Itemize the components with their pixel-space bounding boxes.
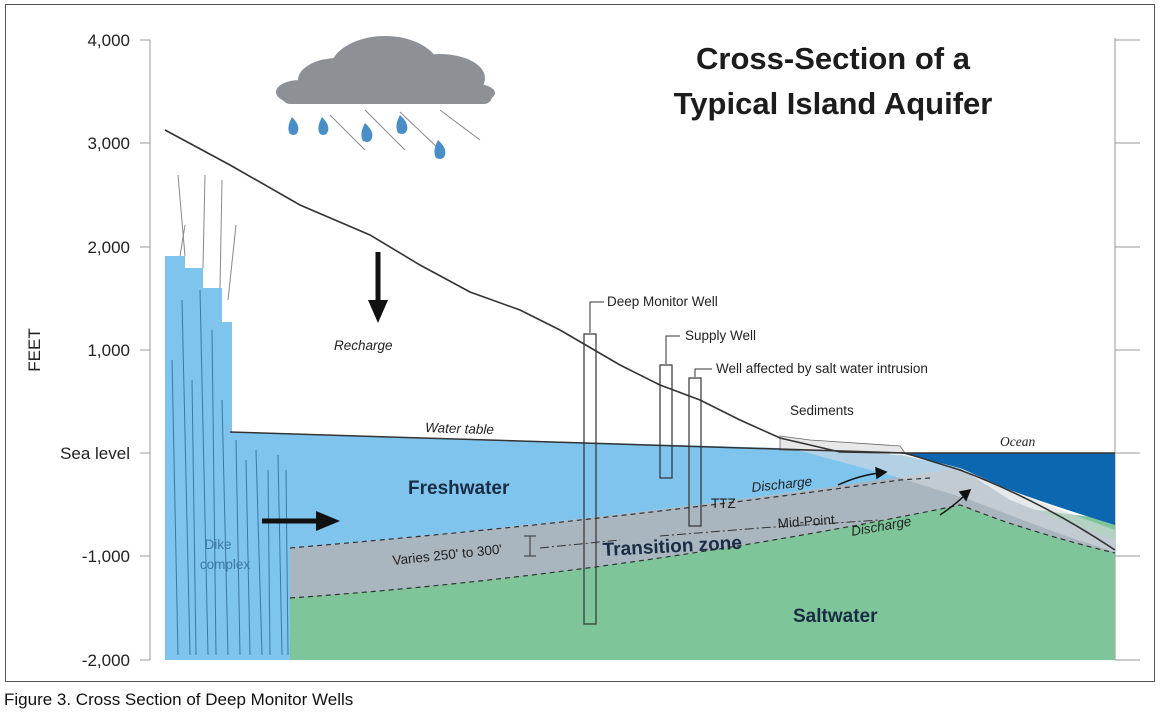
saltwater-label: Saltwater [793, 606, 878, 627]
y-tick-2000: 2,000 [87, 238, 130, 257]
well-pointers [589, 301, 712, 377]
discharge-upper-label: Discharge [751, 474, 813, 495]
y-tick-1000: 1,000 [87, 341, 130, 360]
recharge-label: Recharge [334, 338, 393, 353]
y-axis-label: FEET [25, 328, 44, 371]
land-surface [164, 129, 1116, 551]
water-table-label: Water table [425, 420, 494, 437]
y-tick-neg1000: -1,000 [82, 547, 130, 566]
ttz-label: TTZ [711, 496, 736, 511]
supply-well-label: Supply Well [685, 328, 756, 343]
flow-arrow [262, 511, 340, 531]
sediments-label: Sediments [790, 403, 854, 418]
dike-complex-label-1: Dike [204, 537, 231, 552]
rain-streaks [329, 109, 481, 151]
ocean [900, 453, 1115, 525]
left-axis [140, 39, 151, 661]
sediments [779, 435, 906, 454]
y-tick-sea-level: Sea level [60, 444, 130, 463]
y-tick-3000: 3,000 [87, 134, 130, 153]
discharge-arrows [837, 466, 972, 516]
dike-complex [165, 256, 290, 660]
diagram-title-line2: Typical Island Aquifer [674, 86, 993, 121]
diagram-title-line1: Cross-Section of a [696, 41, 971, 76]
figure-frame [5, 4, 1155, 682]
varies-bracket [524, 535, 536, 557]
raindrop-icons [288, 115, 446, 159]
y-tick-4000: 4,000 [87, 31, 130, 50]
water-table-line [229, 431, 906, 454]
rain-cloud-icon [276, 36, 495, 104]
affected-well-label: Well affected by salt water intrusion [716, 361, 928, 376]
y-tick-neg2000: -2,000 [82, 651, 130, 670]
recharge-arrow [368, 252, 388, 323]
ocean-label: Ocean [1000, 434, 1035, 449]
ttz-boundary-line [289, 477, 931, 549]
dike-top-lines [177, 174, 237, 301]
deep-monitor-well-label: Deep Monitor Well [607, 294, 718, 309]
right-axis [1114, 38, 1140, 661]
mid-point-label: Mid-Point [777, 512, 835, 531]
supply-well [659, 364, 673, 479]
saltwater-zone [165, 600, 1115, 660]
dike-complex-label-2: complex [200, 557, 251, 572]
discharge-sediment [790, 448, 1115, 552]
midpoint-line [539, 519, 881, 549]
figure-caption: Figure 3. Cross Section of Deep Monitor … [4, 690, 354, 709]
deep-monitor-well [583, 333, 597, 625]
freshwater-zone [230, 432, 960, 660]
freshwater-label: Freshwater [408, 478, 510, 499]
affected-well [688, 377, 702, 527]
dike-lines [171, 289, 289, 656]
